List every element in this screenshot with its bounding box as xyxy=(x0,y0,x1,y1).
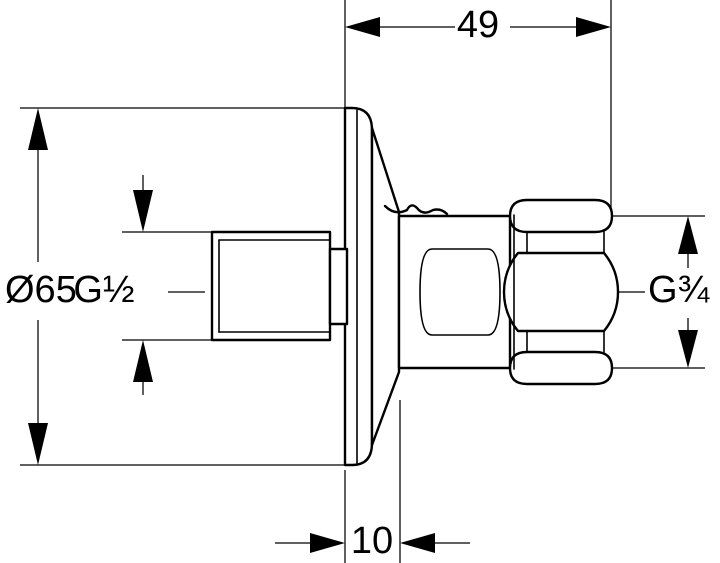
arrowhead-dia65-bottom xyxy=(28,423,48,465)
inlet-spigot-stub xyxy=(328,247,349,326)
arrowhead-10-right xyxy=(400,533,435,553)
arrowhead-49-right xyxy=(576,17,611,37)
arrowhead-dia65-top xyxy=(28,108,48,150)
part-inlet-threaded-spigot xyxy=(210,230,349,342)
union-nut-top-flat xyxy=(508,198,614,234)
part-union-nut xyxy=(502,198,620,386)
arrowhead-g12-bottom xyxy=(133,340,153,382)
inlet-spigot-body xyxy=(210,230,332,342)
arrowhead-10-left xyxy=(310,533,345,553)
arrowhead-49-left xyxy=(345,17,380,37)
dimension-flange-diameter: Ø65 xyxy=(5,107,350,466)
flange-disc-outline xyxy=(343,106,374,467)
break-symbol-icon xyxy=(383,204,449,216)
part-tapered-cone xyxy=(370,126,401,447)
union-nut-middle-barrel xyxy=(502,251,620,333)
arrowhead-g34-bottom xyxy=(678,330,698,368)
dimension-label-49: 49 xyxy=(457,4,499,46)
break-squiggle xyxy=(383,204,449,216)
arrowhead-g34-top xyxy=(678,216,698,254)
thread-label-inlet: G½ xyxy=(73,175,215,395)
union-nut-bottom-flat xyxy=(508,350,614,386)
thread-label-outlet: G¾ xyxy=(605,215,711,369)
thread-label-g34: G¾ xyxy=(648,269,711,311)
valve-body-bore xyxy=(419,248,501,336)
dimension-flange-thickness: 10 xyxy=(275,400,470,563)
tapered-cone-outline xyxy=(370,126,401,447)
arrowhead-g12-top xyxy=(133,190,153,232)
dimension-overall-length: 49 xyxy=(344,0,612,218)
part-flange-disc xyxy=(343,106,374,467)
thread-label-g12: G½ xyxy=(73,269,134,311)
part-valve-body xyxy=(397,214,512,370)
dimension-label-10: 10 xyxy=(351,520,393,562)
dimension-label-dia65: Ø65 xyxy=(5,269,77,311)
